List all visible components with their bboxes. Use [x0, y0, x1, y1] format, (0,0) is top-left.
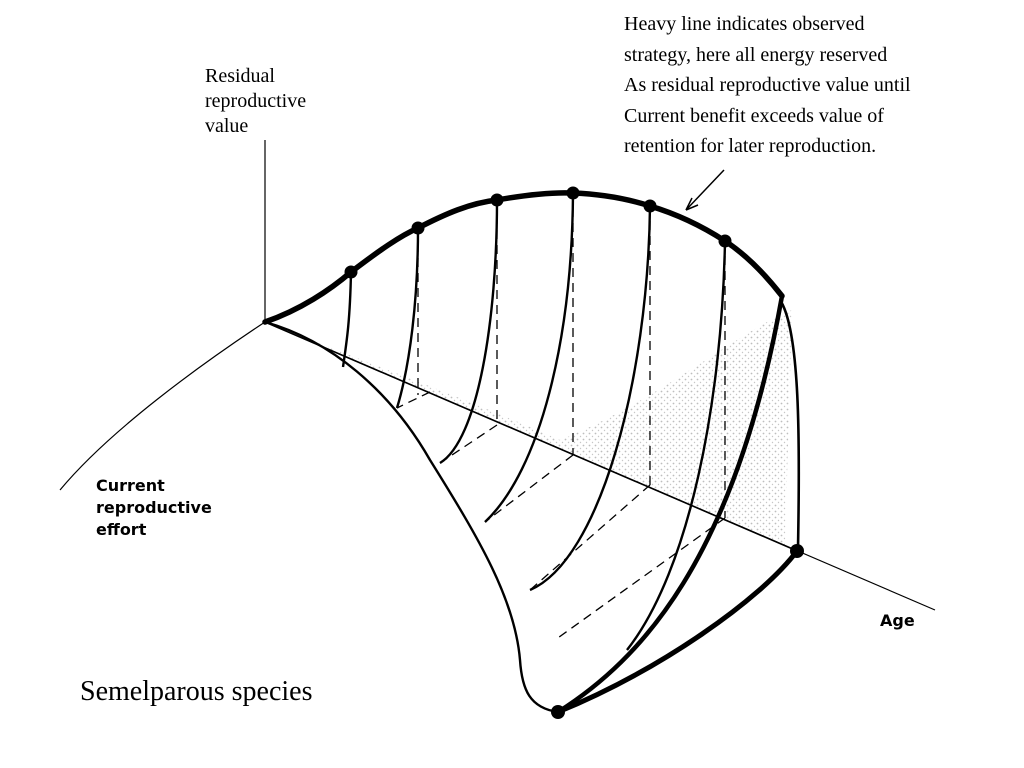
left-axis-label-line: effort — [96, 520, 147, 539]
vertical-axis-label-line: value — [205, 115, 249, 137]
surface-front-edge — [264, 320, 559, 714]
left-axis-label-line: reproductive — [96, 498, 212, 517]
left-axis-label: Current reproductive effort — [96, 475, 212, 541]
age-axis-label: Age — [880, 611, 915, 630]
observed-strategy-drop — [555, 548, 800, 715]
vertical-axis-label: Residual reproductive value — [205, 64, 306, 139]
floor-edge-line — [264, 321, 796, 551]
annotation-line: As residual reproductive value until — [624, 74, 911, 96]
caption: Semelparous species — [80, 676, 313, 707]
surface-ribs — [341, 192, 727, 651]
dashed-floor-lines — [396, 391, 726, 641]
observed-strategy-rise — [555, 293, 785, 715]
annotation-line: strategy, here all energy reserved — [624, 43, 888, 66]
shaded-floor — [265, 310, 792, 545]
annotation-arrow — [685, 169, 725, 211]
surface-right-edge — [778, 299, 801, 549]
left-axis-label-line: Current — [96, 476, 165, 495]
annotation-line: Current benefit exceeds value of — [624, 104, 884, 127]
ridge-points — [344, 186, 804, 719]
vertical-axis-label-line: Residual — [205, 65, 275, 87]
observed-strategy-ridge — [262, 190, 785, 325]
vertical-axis-label-line: reproductive — [205, 90, 307, 112]
annotation-line: Heavy line indicates observed — [624, 13, 865, 35]
annotation-text: Heavy line indicates observed strategy, … — [624, 9, 911, 162]
annotation-line: retention for later reproduction. — [624, 135, 877, 157]
left-axis — [59, 321, 266, 491]
